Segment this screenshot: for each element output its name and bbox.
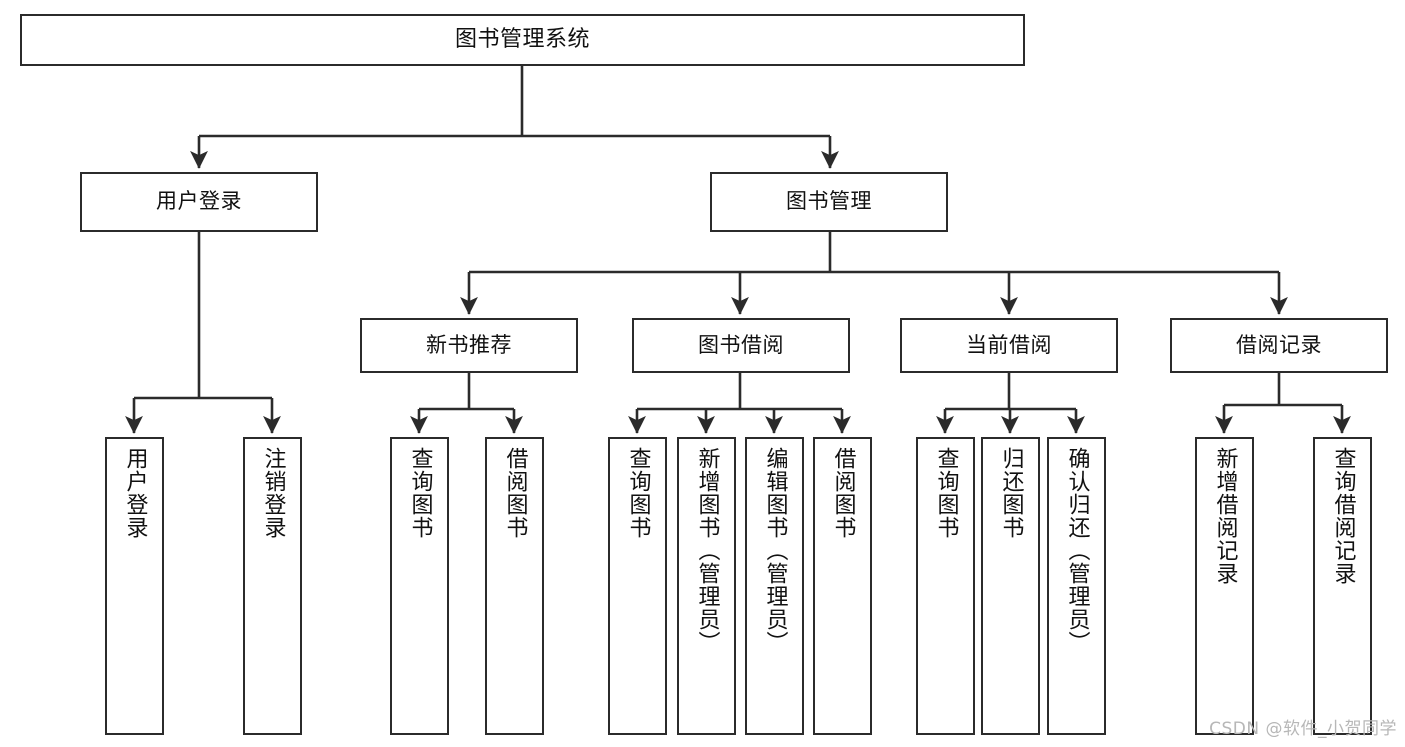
leaf-user-login-login[interactable]: 用户登录: [105, 437, 164, 735]
node-label: 用户登录: [156, 189, 242, 214]
node-label: 注销登录: [260, 447, 286, 539]
node-label: 查询图书: [933, 447, 959, 539]
node-book-management[interactable]: 图书管理: [710, 172, 948, 232]
node-label: 借阅图书: [830, 447, 856, 539]
node-label: 查询图书: [625, 447, 651, 539]
leaf-borrow-record-add-record[interactable]: 新增借阅记录: [1195, 437, 1254, 735]
node-root-book-management-system[interactable]: 图书管理系统: [20, 14, 1025, 66]
leaf-book-borrow-add-book-admin[interactable]: 新增图书（管理员）: [677, 437, 736, 735]
node-label: 图书管理: [786, 189, 872, 214]
node-label: 图书借阅: [698, 332, 784, 357]
node-label: 借阅记录: [1236, 332, 1322, 357]
node-book-borrowing[interactable]: 图书借阅: [632, 318, 850, 373]
node-label: 当前借阅: [966, 332, 1052, 357]
leaf-new-book-borrow-books[interactable]: 借阅图书: [485, 437, 544, 735]
node-label: 用户登录: [122, 447, 148, 539]
node-current-borrowing[interactable]: 当前借阅: [900, 318, 1118, 373]
leaf-borrow-record-query-record[interactable]: 查询借阅记录: [1313, 437, 1372, 735]
node-user-login[interactable]: 用户登录: [80, 172, 318, 232]
node-borrowing-record[interactable]: 借阅记录: [1170, 318, 1388, 373]
node-label: 新增借阅记录: [1212, 447, 1238, 585]
leaf-current-borrow-return-books[interactable]: 归还图书: [981, 437, 1040, 735]
node-new-book-recommendation[interactable]: 新书推荐: [360, 318, 578, 373]
node-label: 图书管理系统: [454, 26, 590, 52]
node-label: 借阅图书: [502, 447, 528, 539]
node-label: 新增图书（管理员）: [694, 447, 720, 654]
node-label: 确认归还（管理员）: [1064, 447, 1090, 654]
node-label: 归还图书: [998, 447, 1024, 539]
leaf-current-borrow-confirm-return-admin[interactable]: 确认归还（管理员）: [1047, 437, 1106, 735]
leaf-current-borrow-query-books[interactable]: 查询图书: [916, 437, 975, 735]
leaf-book-borrow-query-books[interactable]: 查询图书: [608, 437, 667, 735]
node-label: 新书推荐: [426, 332, 512, 357]
leaf-book-borrow-borrow-books[interactable]: 借阅图书: [813, 437, 872, 735]
leaf-user-login-logout[interactable]: 注销登录: [243, 437, 302, 735]
csdn-watermark: CSDN @软件_小贺同学: [1209, 719, 1397, 739]
node-label: 编辑图书（管理员）: [762, 447, 788, 654]
node-label: 查询借阅记录: [1330, 447, 1356, 585]
leaf-new-book-query-books[interactable]: 查询图书: [390, 437, 449, 735]
leaf-book-borrow-edit-book-admin[interactable]: 编辑图书（管理员）: [745, 437, 804, 735]
node-label: 查询图书: [407, 447, 433, 539]
